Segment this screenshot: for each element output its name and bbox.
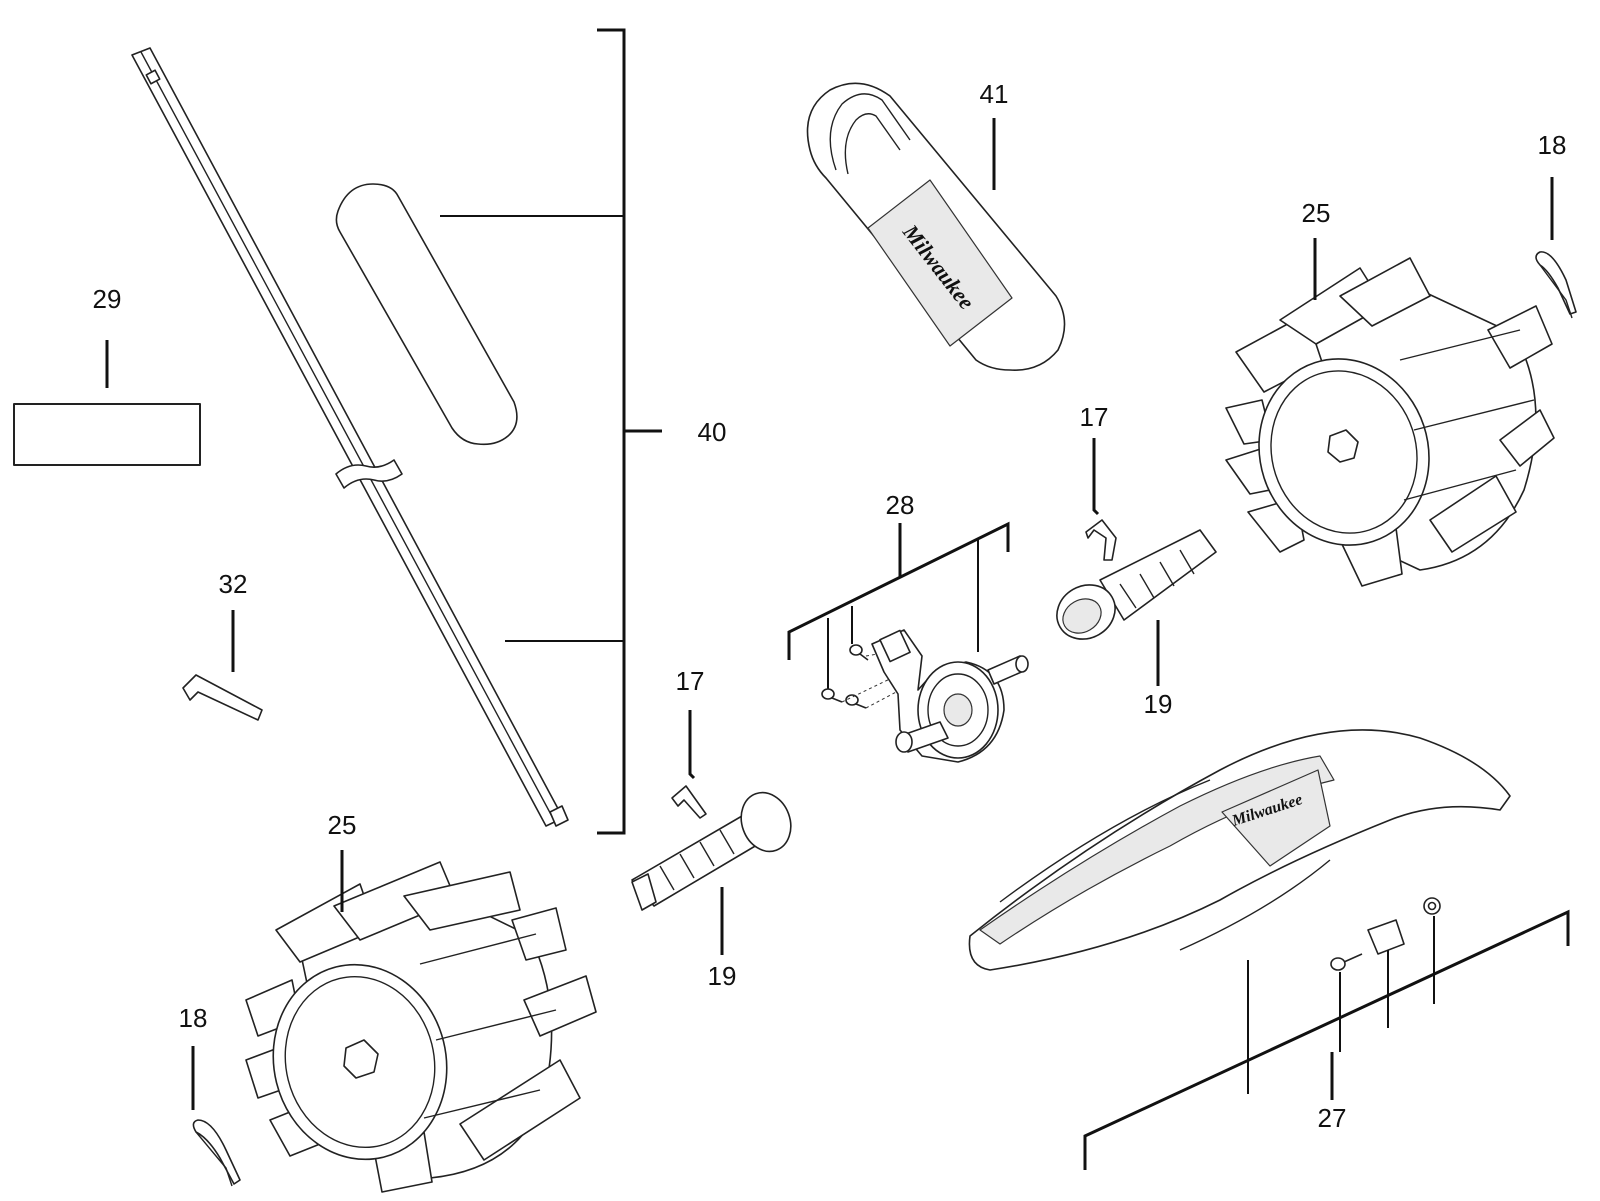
callout-17-bottom: 17	[676, 666, 705, 696]
hex-key-17-bottom	[671, 710, 707, 819]
callout-29: 29	[93, 284, 122, 314]
callout-19-top: 19	[1144, 689, 1173, 719]
axle-coupler-19-bottom	[631, 791, 792, 955]
callout-32: 32	[219, 569, 248, 599]
callout-17-top: 17	[1080, 402, 1109, 432]
callout-18-top: 18	[1538, 130, 1567, 160]
hex-key-17-top	[1085, 438, 1117, 561]
tine-rotor-25-top	[1225, 238, 1555, 587]
callout-27: 27	[1318, 1103, 1347, 1133]
hairpin-clip-18-top	[1535, 177, 1577, 319]
callout-41: 41	[980, 79, 1009, 109]
hairpin-clip-18-bottom	[191, 1046, 241, 1187]
gearbox-28	[787, 521, 1029, 763]
callout-40: 40	[698, 417, 727, 447]
shaft-pole	[131, 47, 569, 827]
grip-pad	[335, 183, 518, 446]
tine-shield-27: Milwaukee	[968, 729, 1570, 1170]
callout-25-bottom: 25	[328, 810, 357, 840]
axle-coupler-19-top	[1056, 529, 1217, 686]
callout-18-bottom: 18	[179, 1003, 208, 1033]
tine-rotor-25-bottom	[245, 850, 597, 1193]
callout-19-bottom: 19	[708, 961, 737, 991]
callout-25-top: 25	[1302, 198, 1331, 228]
storage-bag-41: Milwaukee	[806, 82, 1066, 371]
bracket-40	[440, 28, 662, 835]
hex-key-32	[182, 610, 263, 721]
label-box-29	[13, 340, 201, 466]
callout-28: 28	[886, 490, 915, 520]
